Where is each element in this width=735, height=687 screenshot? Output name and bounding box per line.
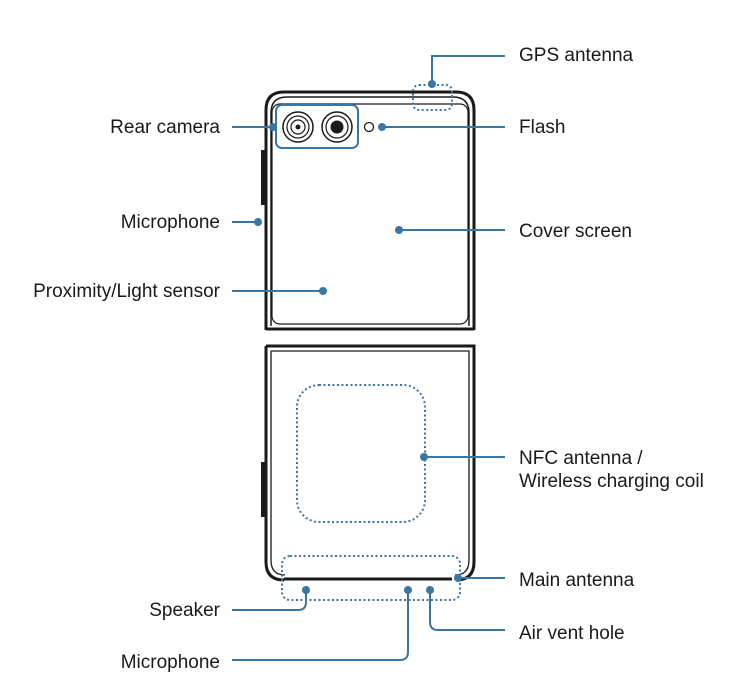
label-flash: Flash: [519, 117, 566, 138]
side-button: [261, 150, 266, 205]
label-gps-antenna: GPS antenna: [519, 45, 634, 66]
label-cover-screen: Cover screen: [519, 221, 632, 242]
label-rear-camera: Rear camera: [110, 117, 220, 138]
callout-dots: [254, 80, 462, 594]
label-nfc-line1: NFC antenna /: [519, 448, 643, 469]
label-proximity-sensor: Proximity/Light sensor: [33, 281, 220, 302]
label-nfc-line2: Wireless charging coil: [519, 471, 704, 492]
top-body-outline: [264, 90, 476, 330]
label-microphone-top: Microphone: [120, 212, 220, 233]
label-microphone-bottom: Microphone: [120, 652, 220, 673]
label-main-antenna: Main antenna: [519, 570, 635, 591]
flash-icon: [363, 121, 375, 133]
label-air-vent-hole: Air vent hole: [519, 623, 625, 644]
label-speaker: Speaker: [149, 600, 220, 621]
rear-camera-lenses: [282, 111, 353, 143]
